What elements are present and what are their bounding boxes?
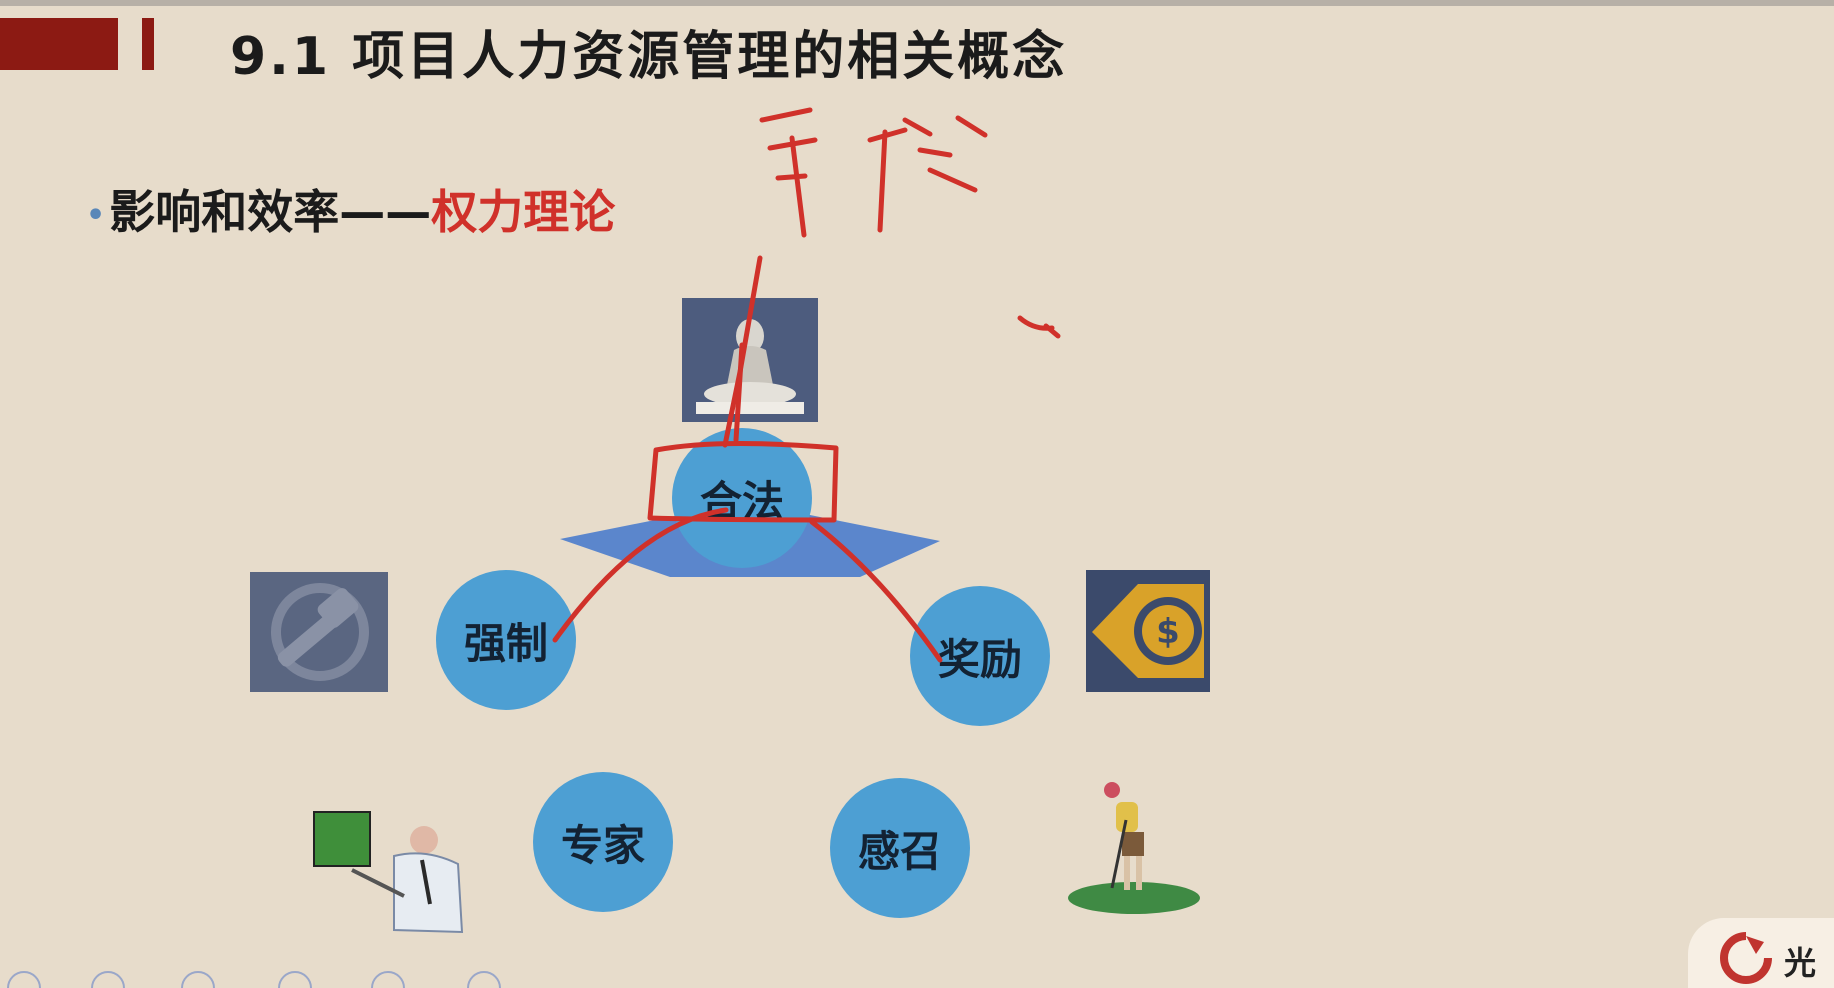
power-reward-circle[interactable]: 奖励 <box>910 586 1050 726</box>
buddha-statue-icon <box>682 298 818 422</box>
logo-text: 光 <box>1784 944 1817 982</box>
top-border <box>0 0 1834 6</box>
dollar-icon: $ <box>1086 570 1210 692</box>
bullet-highlight: 权力理论 <box>431 185 616 239</box>
power-expert-circle[interactable]: 专家 <box>533 772 673 912</box>
power-expert-label: 专家 <box>560 820 645 870</box>
teacher-icon <box>313 811 464 934</box>
bullet-item: •影响和效率——权力理论 <box>86 176 615 242</box>
power-reward-label: 奖励 <box>937 634 1022 684</box>
power-legitimate-circle[interactable]: 合法 <box>672 428 812 568</box>
power-coercive-label: 强制 <box>463 618 548 668</box>
bullet-dot: • <box>86 198 106 233</box>
power-referent-circle[interactable]: 感召 <box>830 778 970 918</box>
golfer-icon <box>1068 782 1200 914</box>
brand-logo: 光 <box>1688 918 1834 988</box>
logo-icon <box>1720 932 1772 984</box>
power-coercive-circle[interactable]: 强制 <box>436 570 576 710</box>
hammer-icon <box>250 572 388 692</box>
power-legitimate-label: 合法 <box>699 476 784 526</box>
svg-text:$: $ <box>1156 612 1180 652</box>
power-referent-label: 感召 <box>857 826 942 876</box>
bullet-text: 影响和效率—— <box>109 185 432 239</box>
slide-nav-dots[interactable] <box>0 970 600 988</box>
title-accent-bar <box>142 18 154 70</box>
title-accent-block <box>0 18 118 70</box>
slide-title: 9.1 项目人力资源管理的相关概念 <box>230 27 1068 87</box>
